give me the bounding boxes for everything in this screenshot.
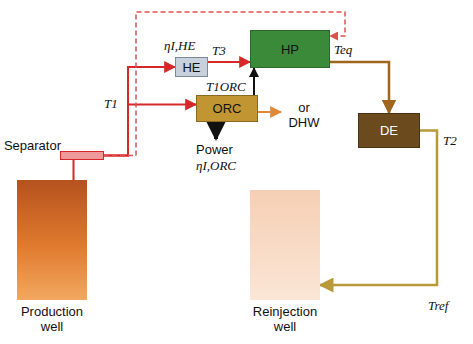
flow-connector [330,62,389,113]
efficiency-label: ηI,ORC [196,158,236,173]
temperature-label: T1ORC [206,79,246,94]
production-well: Production well [17,180,87,300]
node-text: Separator [3,138,61,153]
efficiency-label: ηI,HE [164,38,195,53]
flow-connector [208,61,250,63]
node-text: HP [281,42,299,57]
flow-connector [320,131,437,286]
flow-connector [104,67,175,156]
temperature-label: Tref [428,298,448,313]
node-text: Production well [12,304,92,334]
flow-connector [253,68,255,95]
reinjection-well: Reinjection well [250,190,320,300]
flow-connector [104,105,196,156]
node-text: Reinjection well [245,304,325,334]
node-text: DE [380,123,398,138]
node-text: HE [182,60,200,75]
orc-box: ORC [196,95,258,122]
node-text: ORC [213,101,242,116]
temperature-label: T3 [212,43,226,58]
flow-connector [73,160,75,180]
dhw-arrow [258,111,281,113]
dry-evaporator-box: DE [358,113,420,148]
heat-pump-box: HP [250,30,330,68]
temperature-label: Teq [334,42,352,57]
temperature-label: T2 [443,133,457,148]
separator-box: Separator [60,151,104,160]
flow-connector [104,12,345,156]
power-arrow [214,122,218,139]
power-label: Power [196,142,233,157]
heat-exchanger-box: HE [175,57,208,77]
dhw-label: or DHW [284,100,324,130]
temperature-label: T1 [104,96,118,111]
